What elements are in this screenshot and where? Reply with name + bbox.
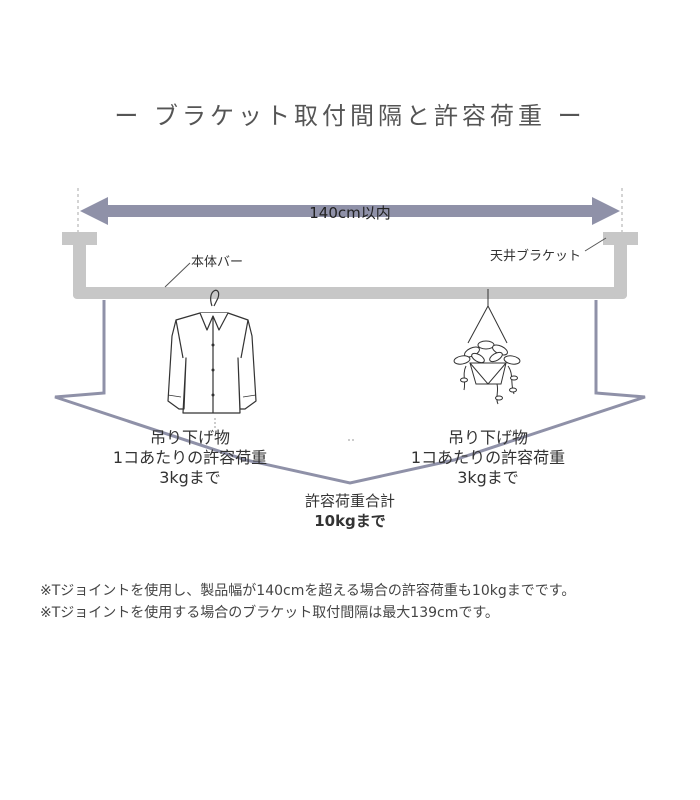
total-load-line2: 10kgまで	[314, 512, 386, 530]
curtain-bar	[62, 232, 638, 299]
bracket-label: 天井ブラケット	[490, 249, 582, 264]
total-load-line1: 許容荷重合計	[304, 492, 395, 510]
right-load-line3: 3kgまで	[457, 468, 519, 487]
note-2: ※Tジョイントを使用する場合のブラケット取付間隔は最大139cmです。	[40, 605, 499, 621]
right-load-label: 吊り下げ物 1コあたりの許容荷重 3kgまで	[388, 428, 588, 488]
bar-label-pointer	[164, 262, 191, 288]
right-load-line1: 吊り下げ物	[447, 428, 528, 447]
bracket-label-pointer	[584, 237, 607, 252]
note-1: ※Tジョイントを使用し、製品幅が140cmを超える場合の許容荷重も10kgまでで…	[40, 583, 576, 599]
bar-label: 本体バー	[191, 255, 244, 270]
left-load-label: 吊り下げ物 1コあたりの許容荷重 3kgまで	[110, 428, 270, 488]
load-lines	[54, 300, 646, 485]
hanging-plant-icon	[453, 289, 521, 405]
total-load-label: 許容荷重合計 10kgまで	[250, 491, 450, 531]
diagram-title: ー ブラケット取付間隔と許容荷重 ー	[114, 102, 586, 130]
left-load-line1: 吊り下げ物	[149, 428, 230, 447]
notes: ※Tジョイントを使用し、製品幅が140cmを超える場合の許容荷重も10kgまでで…	[40, 580, 670, 624]
shirt-on-hanger-icon	[167, 289, 257, 414]
left-load-line3: 3kgまで	[159, 468, 221, 487]
span-label: 140cm以内	[309, 204, 391, 222]
right-load-line2: 1コあたりの許容荷重	[410, 448, 566, 467]
left-load-line2: 1コあたりの許容荷重	[112, 448, 268, 467]
span-arrow	[80, 197, 620, 225]
